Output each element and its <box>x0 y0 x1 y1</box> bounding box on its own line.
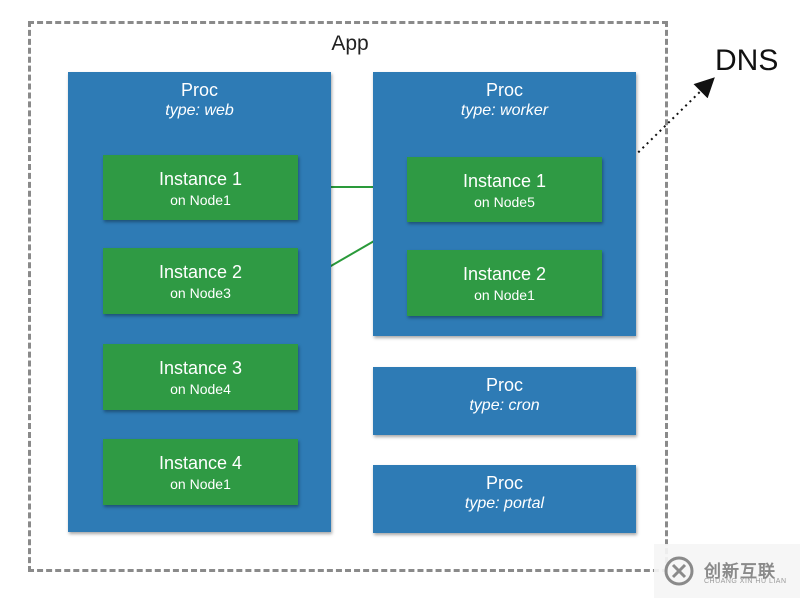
proc-type: type: portal <box>464 495 545 512</box>
proc-title: Proc <box>180 80 218 100</box>
worker-instance-1: Instance 1 on Node5 <box>407 157 602 222</box>
watermark-en-text: CHUANG XIN HU LIAN <box>704 578 787 585</box>
instance-node: on Node3 <box>170 285 231 301</box>
instance-node: on Node1 <box>170 476 231 492</box>
app-title: App <box>331 32 369 55</box>
proc-portal: Proc type: portal <box>373 465 636 533</box>
proc-cron: Proc type: cron <box>373 367 636 435</box>
worker-instance-2: Instance 2 on Node1 <box>407 250 602 316</box>
web-instance-3: Instance 3 on Node4 <box>103 344 298 410</box>
watermark-logo-icon <box>664 556 694 586</box>
watermark-cn-text: 创新互联 <box>704 562 776 581</box>
instance-title: Instance 2 <box>462 264 547 284</box>
web-instance-1: Instance 1 on Node1 <box>103 155 298 220</box>
web-instance-4: Instance 4 on Node1 <box>103 439 298 505</box>
dns-label: DNS <box>715 44 779 77</box>
instance-title: Instance 3 <box>158 358 243 378</box>
watermark: 创新互联 CHUANG XIN HU LIAN <box>654 544 800 598</box>
web-instance-2: Instance 2 on Node3 <box>103 248 298 314</box>
instance-title: Instance 1 <box>158 169 243 189</box>
instance-node: on Node1 <box>474 287 535 303</box>
proc-title: Proc <box>485 375 523 395</box>
proc-type: type: worker <box>460 102 549 119</box>
instance-title: Instance 2 <box>158 262 243 282</box>
instance-node: on Node4 <box>170 381 231 397</box>
proc-type: type: web <box>165 102 234 119</box>
proc-title: Proc <box>485 80 523 100</box>
proc-type: type: cron <box>469 397 540 414</box>
instance-title: Instance 1 <box>462 171 547 191</box>
instance-node: on Node5 <box>474 194 535 210</box>
instance-title: Instance 4 <box>158 453 243 473</box>
instance-node: on Node1 <box>170 192 231 208</box>
proc-title: Proc <box>485 473 523 493</box>
